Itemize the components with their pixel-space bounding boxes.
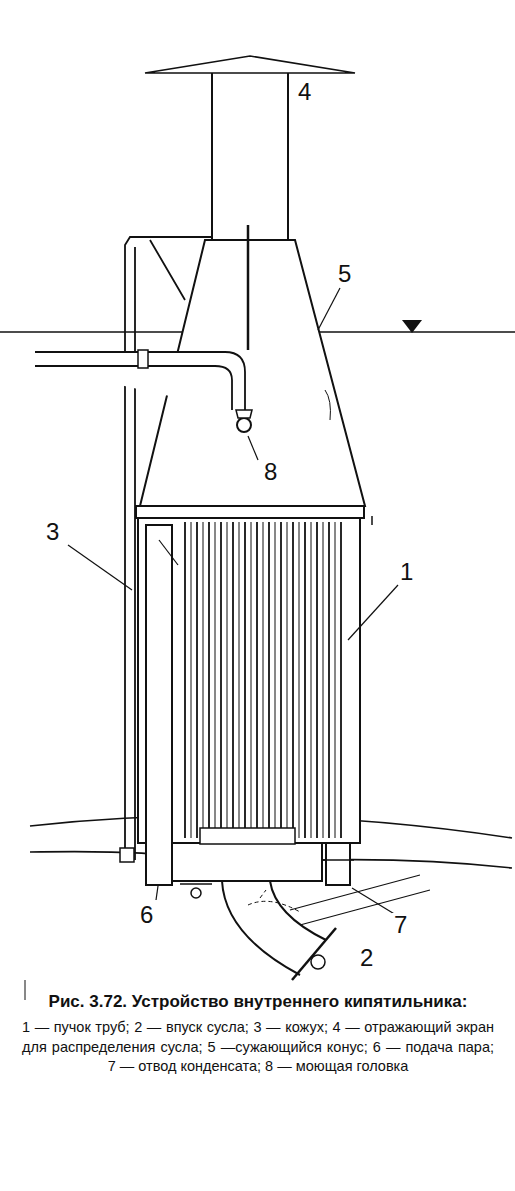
tube	[311, 522, 312, 838]
callout-number: 7	[392, 913, 409, 937]
tube	[215, 522, 216, 838]
cone-detail	[325, 390, 330, 420]
steam-pipe	[146, 525, 172, 885]
tube	[232, 522, 234, 838]
tube	[239, 522, 240, 838]
legend-text: 1 — пучок труб; 2 — впуск сусла; 3 — кож…	[22, 1018, 494, 1077]
callout-number: 3	[44, 520, 61, 544]
tube	[268, 522, 270, 838]
bolt	[191, 888, 201, 898]
leader-line	[348, 585, 398, 640]
figure-caption: Рис. 3.72. Устройство внутреннего кипяти…	[22, 992, 494, 1012]
tube	[299, 522, 300, 838]
callout-number: 1	[398, 560, 415, 584]
tube	[227, 522, 228, 838]
leader-line	[156, 886, 158, 900]
tube	[292, 522, 294, 838]
inlet-valve	[311, 955, 325, 969]
tube	[263, 522, 264, 838]
leader-line	[352, 888, 396, 915]
clamp	[120, 848, 134, 862]
pipe-clamp	[138, 350, 148, 368]
tube	[191, 522, 192, 838]
tube	[275, 522, 276, 838]
bottom-chamber	[172, 843, 322, 881]
callout-number: 6	[138, 903, 155, 927]
tube	[328, 522, 330, 838]
leader-line	[248, 436, 258, 460]
condensate-pipe	[326, 843, 350, 885]
mark	[25, 980, 26, 1000]
tube	[340, 522, 342, 838]
tube-sheet	[136, 506, 364, 518]
wash-head	[236, 410, 252, 418]
bottom-flange	[200, 828, 295, 844]
tube	[244, 522, 246, 838]
callout-number: 8	[262, 460, 279, 484]
inlet-flange	[292, 928, 336, 980]
tube	[220, 522, 222, 838]
tube	[323, 522, 324, 838]
rod	[247, 225, 250, 350]
tube	[316, 522, 318, 838]
bolt	[180, 883, 212, 885]
tube	[251, 522, 252, 838]
shell-tab	[371, 516, 373, 525]
tube	[304, 522, 306, 838]
chimney	[212, 73, 288, 240]
pipe-detail	[322, 859, 354, 861]
tube	[256, 522, 258, 838]
tube	[280, 522, 282, 838]
hidden-line	[248, 890, 300, 912]
deflector-screen	[145, 56, 355, 73]
tube	[184, 522, 186, 838]
wort-inlet	[222, 881, 326, 975]
callout-number: 2	[358, 946, 375, 970]
leader-line	[68, 545, 132, 590]
tube	[335, 522, 336, 838]
tube	[208, 522, 210, 838]
wash-head	[237, 418, 251, 432]
tube	[196, 522, 198, 838]
callout-number: 4	[296, 80, 313, 104]
tube	[287, 522, 288, 838]
callout-number: 5	[336, 262, 353, 286]
tube-bundle	[185, 522, 341, 838]
pipe-detail	[159, 540, 178, 565]
level-mark	[402, 320, 422, 333]
leader-line	[318, 288, 340, 330]
tube	[203, 522, 204, 838]
